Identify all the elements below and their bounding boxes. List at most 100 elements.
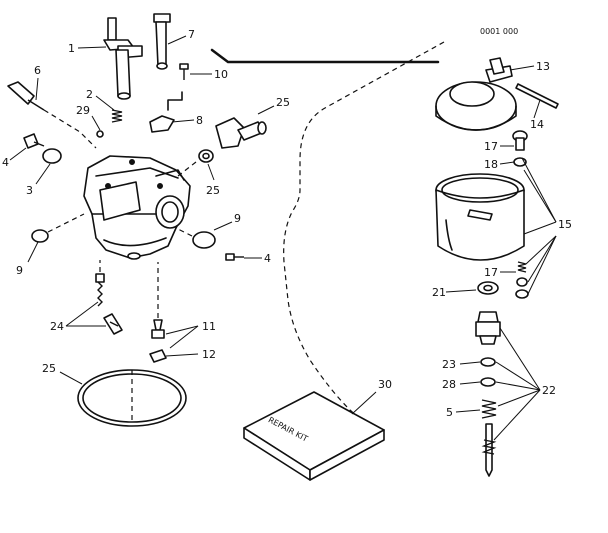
leader-30 xyxy=(351,391,377,415)
leader-26 xyxy=(257,105,275,115)
leader-5 xyxy=(455,409,481,413)
leader-21 xyxy=(445,289,477,293)
bolt-17-lower-part xyxy=(515,261,529,299)
callout-29: 29 xyxy=(76,104,90,117)
callout-30: 30 xyxy=(378,378,392,391)
top-corner-label: 0001 000 xyxy=(480,27,518,36)
bowl-cover-14-part xyxy=(435,57,517,131)
throttle-shaft-part xyxy=(103,17,143,100)
callout-4b: 4 xyxy=(264,252,271,265)
callout-7: 7 xyxy=(188,28,195,41)
leader-16b-2 xyxy=(527,235,557,283)
leader-16a-1 xyxy=(521,157,557,223)
repair-kit-30-part: REPAIR KIT xyxy=(243,391,385,481)
callout-12: 11 xyxy=(202,320,216,333)
leader-3 xyxy=(35,163,51,185)
callout-2: 2 xyxy=(86,88,93,101)
float-bowl-part xyxy=(435,173,525,261)
ball-29-part xyxy=(96,130,104,138)
leader-2 xyxy=(95,95,115,111)
screw-11-part xyxy=(179,63,189,80)
jet-12-part xyxy=(151,319,165,339)
leader-15 xyxy=(533,99,541,119)
plate-3-part xyxy=(42,148,62,164)
callout-25a: 25 xyxy=(42,362,56,375)
washer-13-part xyxy=(149,349,167,363)
leader-23 xyxy=(459,361,481,365)
carburetor-body-part xyxy=(83,155,191,260)
leader-16b-1 xyxy=(525,235,557,265)
callout-17b: 17 xyxy=(484,266,498,279)
leader-27 xyxy=(207,163,215,181)
callout-11: 10 xyxy=(214,68,228,81)
leader-12b xyxy=(169,325,199,349)
leader-4a xyxy=(9,147,27,161)
leader-22-1 xyxy=(499,327,541,391)
screw-4-right-part xyxy=(225,253,244,261)
gasket-9-part xyxy=(192,231,216,249)
washer-21-hole xyxy=(483,284,493,292)
callout-27: 25 xyxy=(206,184,220,197)
callout-23: 23 xyxy=(442,358,456,371)
dashed-guide-27 xyxy=(177,161,197,177)
dashed-guide-10 xyxy=(47,213,85,233)
needle-6-part xyxy=(7,81,45,111)
callout-5: 5 xyxy=(446,406,453,419)
leader-25a xyxy=(59,371,83,385)
leader-28 xyxy=(459,381,481,385)
leader-22-2 xyxy=(495,361,541,391)
callout-15: 14 xyxy=(530,118,544,131)
leader-18 xyxy=(499,161,515,165)
callout-14: 13 xyxy=(536,60,550,73)
leader-16a-3 xyxy=(523,221,557,235)
callout-28: 28 xyxy=(442,378,456,391)
dashed-guide-6 xyxy=(43,109,97,149)
leader-12a xyxy=(165,325,199,335)
screw-4-left-part xyxy=(23,133,45,149)
spring-5-part xyxy=(481,399,497,419)
fitting-26-part xyxy=(215,117,267,149)
callout-10: 9 xyxy=(16,264,23,277)
bolt-17-part xyxy=(512,130,528,151)
spring-2-part xyxy=(111,109,123,123)
washer-28-part xyxy=(480,377,496,387)
callout-13: 12 xyxy=(202,348,216,361)
needle-22-part xyxy=(481,423,497,477)
dashed-guide-9 xyxy=(175,227,193,237)
callout-22: 22 xyxy=(542,384,556,397)
callout-1: 1 xyxy=(68,42,75,55)
callout-3: 3 xyxy=(26,184,33,197)
idle-screw-24-part xyxy=(95,273,123,335)
leader-1 xyxy=(77,46,107,49)
leader-24a xyxy=(65,301,99,327)
callout-9: 9 xyxy=(234,212,241,225)
callout-21: 21 xyxy=(432,286,446,299)
callout-6: 6 xyxy=(34,64,41,77)
leader-22-3 xyxy=(495,381,541,391)
dashed-boundary xyxy=(283,41,445,431)
leader-8 xyxy=(171,119,195,123)
washer-23-part xyxy=(480,357,496,367)
leader-7 xyxy=(167,35,187,45)
leader-16b-3 xyxy=(527,235,557,295)
callout-18: 18 xyxy=(484,158,498,171)
leader-10 xyxy=(27,241,39,263)
leader-22-4 xyxy=(497,389,541,407)
leader-16a-2 xyxy=(523,169,557,223)
callout-24: 24 xyxy=(50,320,64,333)
inlet-seat-part xyxy=(475,311,501,345)
seal-27-hole xyxy=(202,152,210,160)
group-leader-line xyxy=(210,48,440,64)
leader-29 xyxy=(91,115,101,131)
leader-22-5 xyxy=(493,389,541,441)
leader-14 xyxy=(509,65,535,71)
callout-4a: 4 xyxy=(2,156,9,169)
choke-shutter-part xyxy=(149,91,183,133)
choke-shaft-part xyxy=(153,13,171,70)
callout-8: 8 xyxy=(196,114,203,127)
washer-10-part xyxy=(31,229,49,243)
callout-16a: 15 xyxy=(558,218,572,231)
callout-26: 25 xyxy=(276,96,290,109)
pin-15-part xyxy=(515,83,559,109)
